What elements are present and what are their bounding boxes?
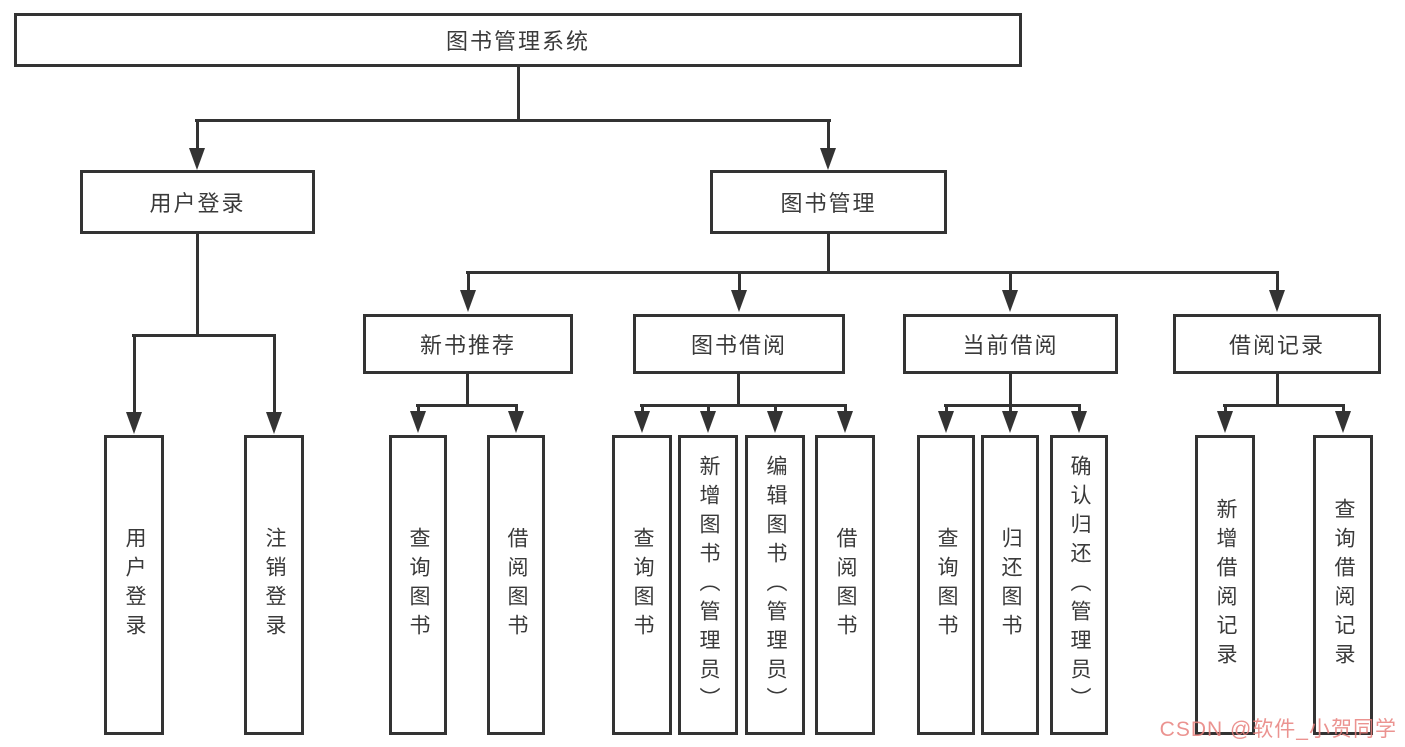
watermark: CSDN @软件_小贺同学 [1159, 718, 1397, 741]
leaf-return-books: 归还图书 [981, 435, 1039, 735]
connector-line [640, 404, 847, 407]
connector-line [1009, 372, 1012, 406]
connector-arrow [820, 148, 836, 170]
connector-arrow [189, 148, 205, 170]
leaf-edit-books-admin: 编辑图书（管理员） [745, 435, 805, 735]
connector-line [827, 232, 830, 274]
connector-arrow [731, 290, 747, 312]
connector-arrow [700, 411, 716, 433]
connector-line [1078, 404, 1081, 413]
leaf-add-books-admin: 新增图书（管理员） [678, 435, 738, 735]
connector-arrow [837, 411, 853, 433]
connector-arrow [410, 411, 426, 433]
connector-line [196, 119, 199, 150]
connector-arrow [767, 411, 783, 433]
leaf-confirm-return-admin: 确认归还（管理员） [1050, 435, 1108, 735]
connector-line [1009, 404, 1012, 413]
connector-arrow [460, 290, 476, 312]
node-book-management: 图书管理 [710, 170, 947, 234]
connector-arrow [938, 411, 954, 433]
connector-line [1276, 271, 1279, 292]
leaf-add-borrow-record: 新增借阅记录 [1195, 435, 1255, 735]
connector-line [466, 372, 469, 406]
connector-line [515, 404, 518, 413]
connector-line [1224, 404, 1227, 413]
leaf-query-books-recommend: 查询图书 [389, 435, 447, 735]
node-book-borrowing: 图书借阅 [633, 314, 845, 374]
connector-line [1342, 404, 1345, 413]
connector-arrow [1071, 411, 1087, 433]
connector-arrow [266, 412, 282, 434]
node-new-book-recommendation: 新书推荐 [363, 314, 573, 374]
leaf-borrow-books-borrowing: 借阅图书 [815, 435, 875, 735]
connector-line [774, 404, 777, 413]
connector-line [132, 334, 276, 337]
connector-line [133, 334, 136, 414]
connector-line [944, 404, 1081, 407]
connector-line [196, 232, 199, 336]
connector-arrow [1002, 411, 1018, 433]
node-library-system: 图书管理系统 [14, 13, 1022, 67]
connector-line [416, 404, 517, 407]
connector-arrow [1269, 290, 1285, 312]
connector-arrow [1002, 290, 1018, 312]
leaf-query-books-borrowing: 查询图书 [612, 435, 672, 735]
connector-line [1009, 271, 1012, 292]
connector-line [827, 119, 830, 150]
node-user-login: 用户登录 [80, 170, 315, 234]
leaf-logout: 注销登录 [244, 435, 304, 735]
node-borrowing-records: 借阅记录 [1173, 314, 1381, 374]
connector-line [195, 119, 831, 122]
connector-line [945, 404, 948, 413]
connector-arrow [1335, 411, 1351, 433]
connector-line [273, 334, 276, 414]
leaf-borrow-books-recommend: 借阅图书 [487, 435, 545, 735]
connector-line [707, 404, 710, 413]
connector-arrow [634, 411, 650, 433]
connector-arrow [508, 411, 524, 433]
connector-arrow [1217, 411, 1233, 433]
connector-line [844, 404, 847, 413]
leaf-query-books-current: 查询图书 [917, 435, 975, 735]
connector-line [641, 404, 644, 413]
connector-line [467, 271, 470, 292]
node-current-borrowing: 当前借阅 [903, 314, 1118, 374]
connector-line [1276, 372, 1279, 406]
connector-line [466, 271, 1279, 274]
connector-line [517, 66, 520, 122]
connector-line [1223, 404, 1345, 407]
leaf-query-borrow-record: 查询借阅记录 [1313, 435, 1373, 735]
connector-line [417, 404, 420, 413]
connector-line [737, 372, 740, 406]
leaf-user-login: 用户登录 [104, 435, 164, 735]
connector-line [738, 271, 741, 292]
connector-arrow [126, 412, 142, 434]
